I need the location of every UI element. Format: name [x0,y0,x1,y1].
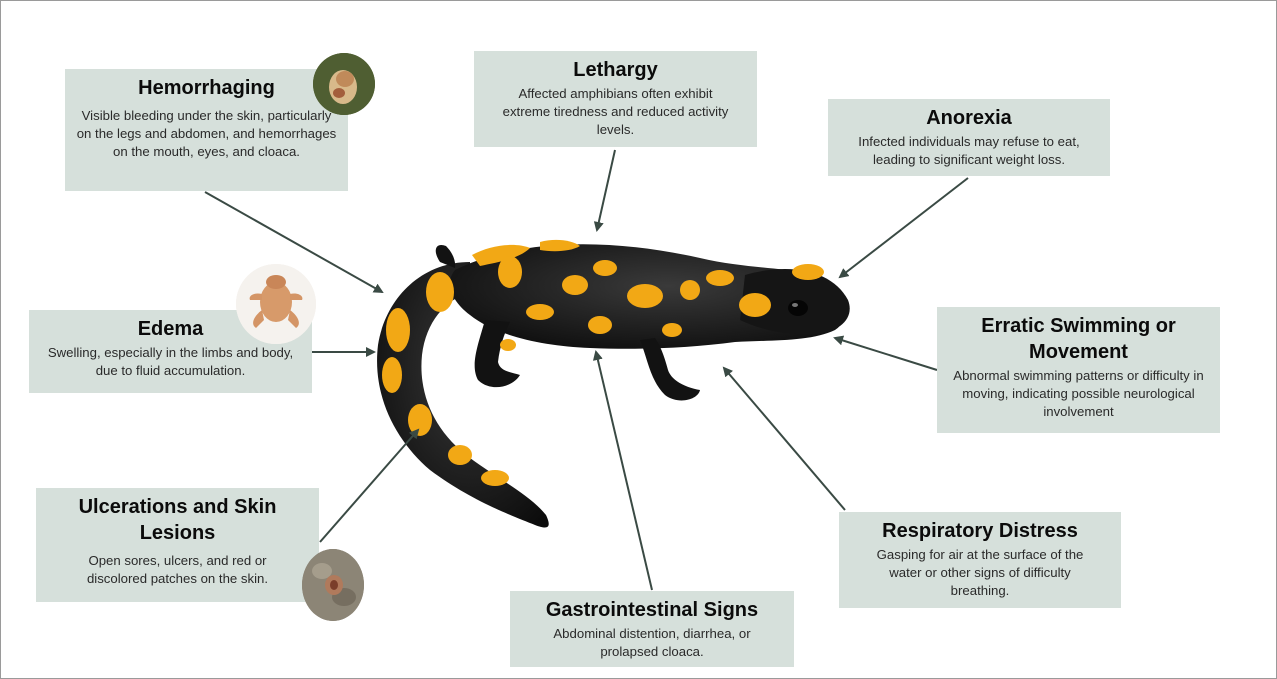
erratic-desc: Abnormal swimming patterns or difficulty… [937,367,1220,421]
gastro-title: Gastrointestinal Signs [510,597,794,623]
respiratory-desc: Gasping for air at the surface of the wa… [839,546,1121,600]
ulcerations-photo [302,549,364,621]
lethargy-title: Lethargy [474,57,757,83]
ulcerations-title: Ulcerations and Skin Lesions [36,494,319,546]
hemorrhaging-title: Hemorrhaging [65,75,348,101]
erratic-box: Erratic Swimming or Movement Abnormal sw… [937,307,1220,433]
gastro-box: Gastrointestinal Signs Abdominal distent… [510,591,794,667]
lethargy-box: Lethargy Affected amphibians often exhib… [474,51,757,147]
hemorrhaging-box: Hemorrhaging Visible bleeding under the … [65,69,348,191]
hemorrhaging-desc: Visible bleeding under the skin, particu… [65,107,348,161]
arrow-lethargy [597,150,615,230]
arrow-anorexia [840,178,968,277]
ulcerations-photo-art [302,549,364,621]
salamander-illustration [377,240,850,528]
salamander-hind-toe [436,245,455,268]
hemorrhaging-photo [313,53,375,115]
salamander-eye [788,300,808,316]
anorexia-title: Anorexia [828,105,1110,131]
arrow-respiratory [724,368,845,510]
edema-desc: Swelling, especially in the limbs and bo… [29,344,312,380]
respiratory-box: Respiratory Distress Gasping for air at … [839,512,1121,608]
anorexia-box: Anorexia Infected individuals may refuse… [828,99,1110,176]
salamander-eye-highlight [792,303,798,307]
respiratory-title: Respiratory Distress [839,518,1121,544]
ulcerations-box: Ulcerations and Skin Lesions Open sores,… [36,488,319,602]
anorexia-desc: Infected individuals may refuse to eat, … [828,133,1110,169]
erratic-title: Erratic Swimming or Movement [937,313,1220,365]
arrow-ulcerations [320,430,418,542]
ulcerations-desc: Open sores, ulcers, and red or discolore… [36,552,319,588]
gastro-desc: Abdominal distention, diarrhea, or prola… [510,625,794,661]
hemorrhaging-photo-art [313,53,375,115]
arrow-gastro [596,352,652,590]
arrow-erratic [835,338,937,370]
edema-photo-art [236,264,316,344]
edema-photo [236,264,316,344]
lethargy-desc: Affected amphibians often exhibit extrem… [474,85,757,139]
